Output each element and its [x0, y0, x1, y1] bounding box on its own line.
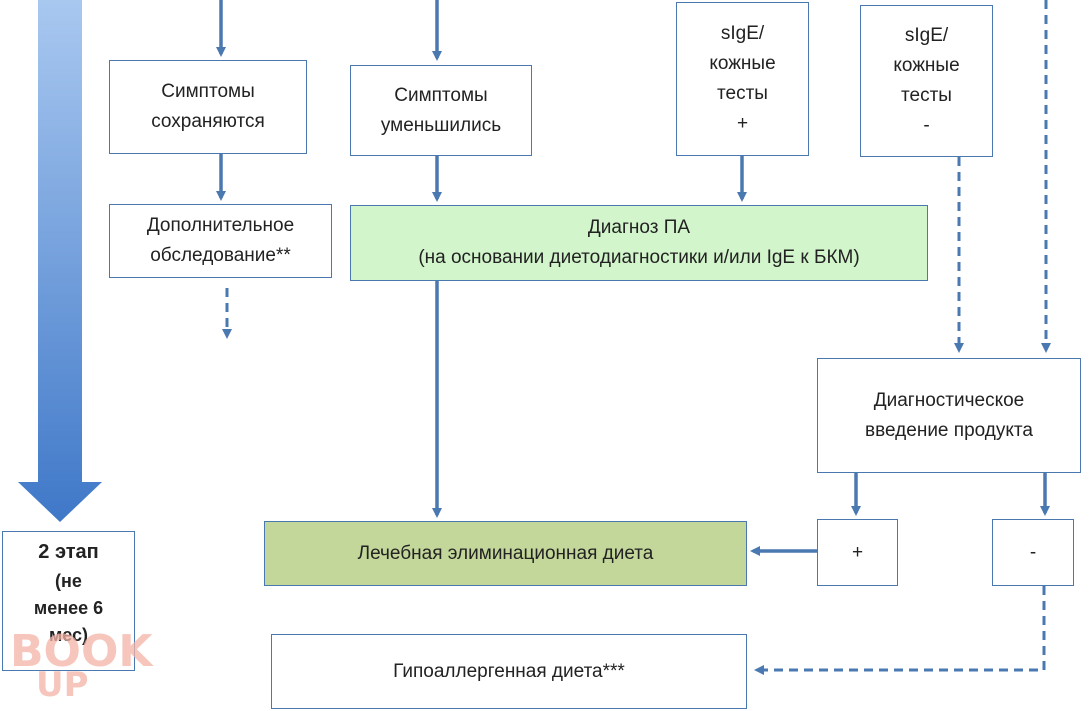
- svg-text:BOOK: BOOK: [10, 626, 154, 677]
- symptoms-decreased-text: Симптомы уменьшились: [380, 84, 502, 136]
- sige-negative-box: sIgE/ кожные тесты -: [860, 5, 993, 157]
- sige-positive-text: sIgE/ кожные тесты +: [709, 23, 776, 134]
- dashed-arrow-minus-to-hypoallergenic: [754, 586, 1046, 675]
- minus-result-box: -: [992, 519, 1074, 586]
- plus-result-text: +: [851, 541, 864, 563]
- bookup-watermark-logo: BOOK UP: [10, 626, 154, 698]
- sige-positive-box: sIgE/ кожные тесты +: [676, 2, 809, 156]
- svg-text:UP: UP: [36, 665, 89, 698]
- diagnostic-intro-text: Диагностическое введение продукта: [865, 389, 1033, 441]
- elimination-diet-text: Лечебная элиминационная диета: [357, 542, 654, 564]
- symptoms-decreased-box: Симптомы уменьшились: [350, 65, 532, 156]
- stage2-note: (не менее 6 мес): [33, 571, 104, 645]
- stage-arrow: [18, 0, 102, 522]
- diagnostic-intro-box: Диагностическое введение продукта: [817, 358, 1081, 473]
- symptoms-persist-box: Симптомы сохраняются: [109, 60, 307, 154]
- minus-result-text: -: [1029, 541, 1037, 563]
- symptoms-persist-text: Симптомы сохраняются: [151, 81, 265, 132]
- elimination-diet-box: Лечебная элиминационная диета: [264, 521, 747, 586]
- additional-exam-box: Дополнительное обследование**: [109, 204, 332, 278]
- stage2-box: 2 этап (не менее 6 мес): [2, 531, 135, 671]
- stage2-title: 2 этап: [38, 541, 99, 563]
- diagnosis-text: Диагноз ПА (на основании диетодиагностик…: [418, 217, 860, 268]
- sige-negative-text: sIgE/ кожные тесты -: [893, 25, 960, 136]
- additional-exam-text: Дополнительное обследование**: [146, 215, 295, 266]
- hypoallergenic-diet-box: Гипоаллергенная диета***: [271, 634, 747, 709]
- plus-result-box: +: [817, 519, 898, 586]
- diagnosis-box: Диагноз ПА (на основании диетодиагностик…: [350, 205, 928, 281]
- hypoallergenic-diet-text: Гипоаллергенная диета***: [393, 660, 625, 682]
